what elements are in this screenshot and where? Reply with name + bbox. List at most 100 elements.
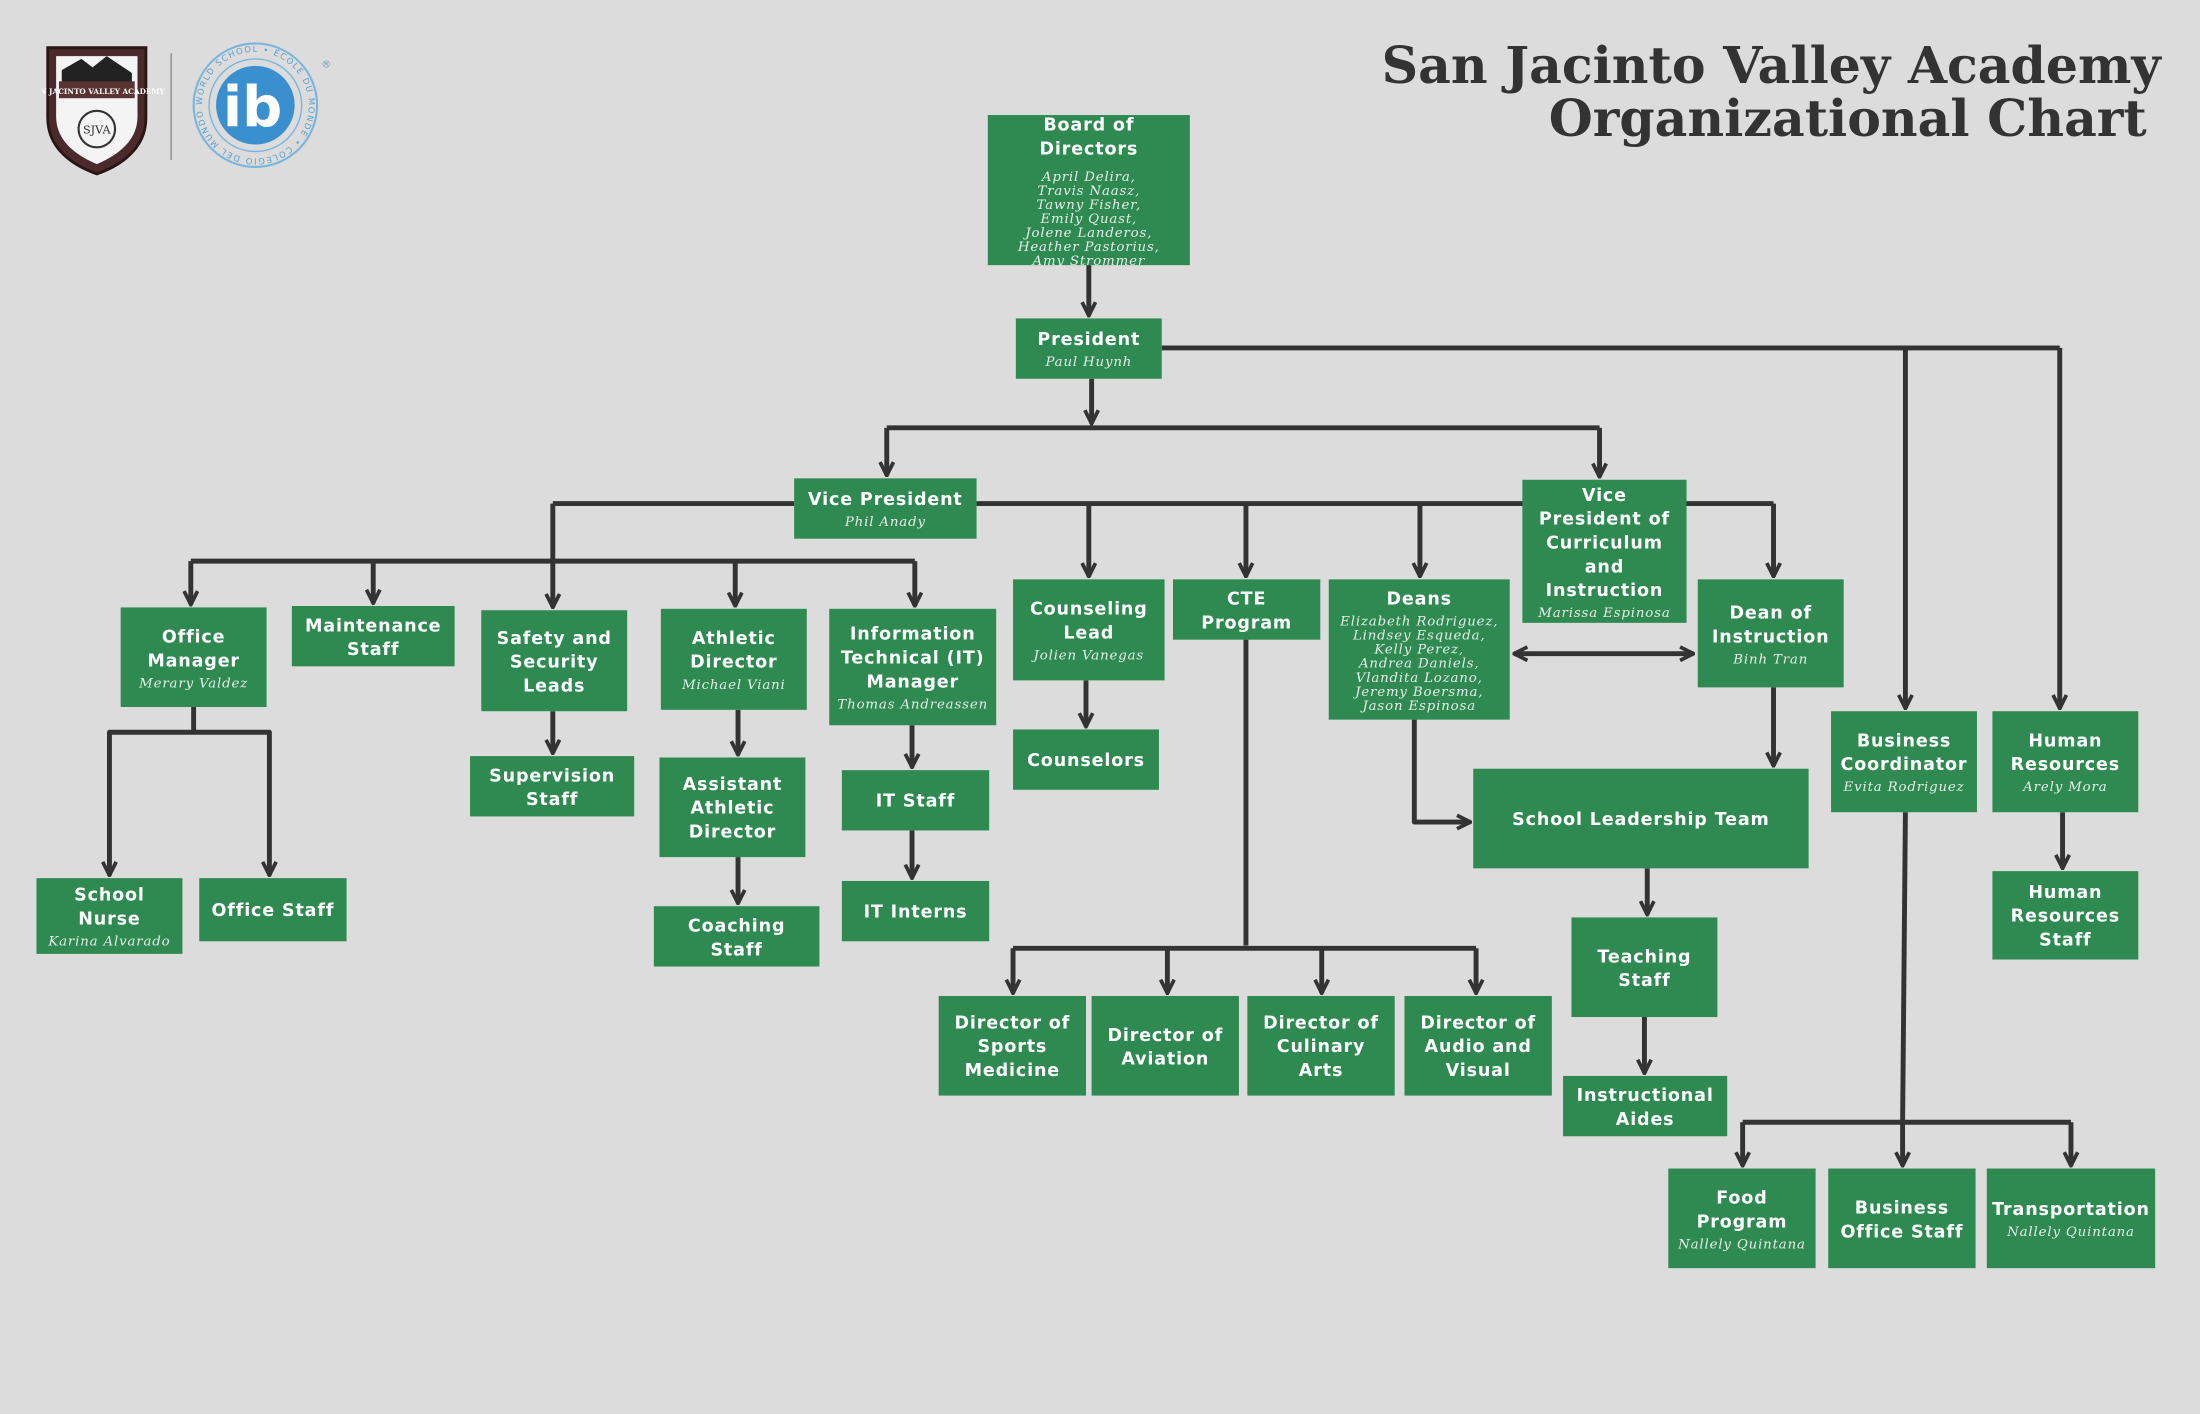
node-title: Coaching Staff [687,913,786,959]
connector-deans-leadership [1411,719,1470,822]
person-name: April Delira, [1041,169,1136,185]
node-title: President [1037,328,1141,350]
person-name: Jeremy Boersma, [1355,683,1484,700]
person-name: Marissa Espinosa [1538,605,1671,621]
node-title: Director of Sports Medicine [954,1011,1071,1081]
node-dir-av: Director of Audio and Visual [1404,995,1552,1096]
node-maintenance: Maintenance Staff [291,606,455,667]
node-teaching: Teaching Staff [1571,917,1718,1018]
node-title: Human Resources Staff [2010,880,2121,950]
person-name: Lindsey Esqueda, [1352,627,1486,644]
logos: SAN JACINTO VALLEY ACADEMY SJVA WORLD SC… [29,31,331,176]
node-title: Director of Culinary Arts [1263,1011,1379,1081]
node-hr-staff: Human Resources Staff [1992,871,2139,960]
node-people: Phil Anady [845,516,926,530]
person-name: Amy Strommer [1032,253,1146,269]
node-dir-sports: Director of Sports Medicine [938,995,1086,1096]
node-people: Nallely Quintana [2007,1224,2135,1241]
node-title: CTE Program [1201,587,1293,632]
node-people: Jolien Vanegas [1034,649,1145,663]
person-name: Nallely Quintana [1678,1236,1806,1252]
person-name: Phil Anady [844,514,926,531]
node-asst-athletic: Assistant Athletic Director [659,757,806,858]
node-title: School Leadership Team [1512,808,1770,830]
connector-officemgr-drop [109,707,197,875]
node-title: School Nurse [74,883,145,929]
node-title: Office Manager [147,624,240,670]
node-title: Information Technical (IT) Manager [840,622,985,692]
node-title: Counselors [1027,749,1145,771]
node-people: Evita Rodriguez [1844,781,1965,795]
person-name: Travis Naasz, [1037,183,1141,199]
person-name: Nallely Quintana [2007,1224,2135,1241]
node-title: Safety and Security Leads [496,626,612,696]
person-name: Heather Pastorius, [1017,239,1160,255]
node-people: Elizabeth Rodriguez,Lindsey Esqueda,Kell… [1340,613,1499,713]
school-seal-icon: SAN JACINTO VALLEY ACADEMY SJVA [29,46,166,176]
title-line-2: Organizational Chart [1548,89,2147,149]
person-name: Merary Valdez [139,675,249,691]
person-name: Jolien Vanegas [1033,648,1145,664]
node-title: Teaching Staff [1597,944,1692,990]
person-name: Thomas Andreassen [837,697,989,713]
node-bus-office: Business Office Staff [1828,1168,1976,1269]
node-people: Paul Huynh [1045,356,1132,370]
node-cte: CTE Program [1172,579,1321,640]
node-people: Merary Valdez [139,675,249,691]
person-name: Karina Alvarado [48,934,171,950]
node-leadership: School Leadership Team [1473,768,1809,869]
node-title: Maintenance Staff [304,613,442,659]
node-it-staff: IT Staff [841,770,990,831]
node-title: IT Interns [863,900,968,922]
node-title: Dean of Instruction [1711,601,1830,646]
person-name: Evita Rodriguez [1843,779,1965,796]
svg-text:®: ® [321,59,331,70]
node-it-interns: IT Interns [841,880,990,942]
node-people: Nallely Quintana [1678,1236,1806,1252]
node-title: Director of Aviation [1107,1023,1224,1069]
node-coaching: Coaching Staff [653,906,820,967]
node-title: Food Program [1696,1186,1788,1231]
node-title: Transportation [1992,1197,2150,1220]
connector-biz-down [1900,812,1908,1123]
logo-area: SAN JACINTO VALLEY ACADEMY SJVA WORLD SC… [29,31,337,185]
node-vpci: Vice President of Curriculum and Instruc… [1522,479,1687,623]
node-title: Athletic Director [690,627,778,672]
node-title: IT Staff [875,789,956,811]
node-title: Business Coordinator [1840,729,1968,775]
node-title: Deans [1386,587,1452,609]
person-name: Binh Tran [1733,651,1809,668]
node-dir-culinary: Director of Culinary Arts [1247,995,1395,1096]
person-name: Paul Huynh [1045,354,1133,371]
node-people: Karina Alvarado [48,934,171,950]
seal-text: SAN JACINTO VALLEY ACADEMY [42,87,165,96]
node-title: Office Staff [211,899,335,921]
person-name: Emily Quast, [1040,211,1138,227]
person-name: Elizabeth Rodriguez, [1340,613,1499,630]
node-title: Supervision Staff [489,763,616,809]
node-dir-aviation: Director of Aviation [1091,995,1239,1096]
person-name: Arely Mora [2023,779,2108,796]
node-title: Counseling Lead [1029,597,1148,643]
person-name: Michael Viani [681,677,786,693]
node-title: Instructional Aides [1576,1083,1714,1129]
node-people: Michael Viani [681,677,786,693]
node-title: Human Resources [2010,729,2121,775]
chart-title: San Jacinto Valley Academy Organizationa… [1382,39,2161,146]
node-people: Marissa Espinosa [1538,605,1671,621]
connector-officemgr-right [193,729,270,875]
person-name: Vlandita Lozano, [1355,669,1483,686]
